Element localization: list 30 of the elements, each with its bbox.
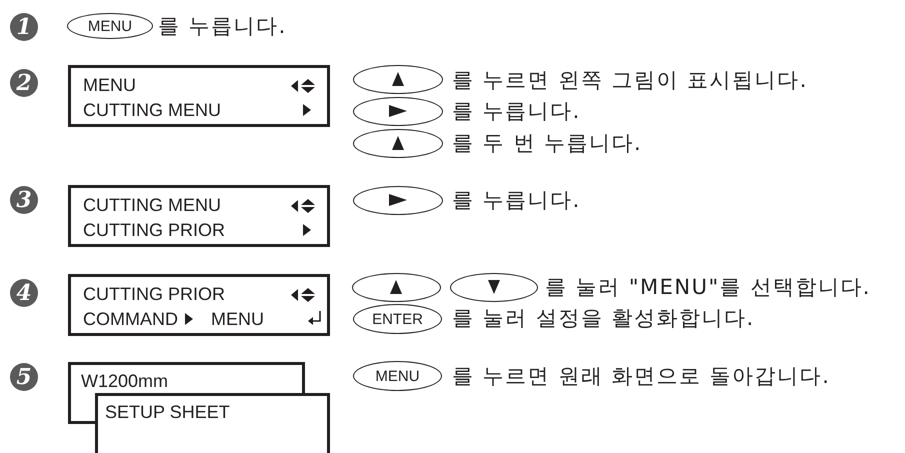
display-text: MENU [83, 75, 136, 95]
step-number-badge: 1 [10, 13, 38, 41]
key-button: MENU [67, 13, 153, 39]
step-number-badge: 5 [10, 363, 38, 391]
lcd-screen [68, 362, 305, 393]
display-text: CUTTING MENU [83, 100, 221, 120]
display-text: COMMAND [83, 309, 178, 329]
instruction-text: 를 두 번 누릅니다. [452, 130, 642, 156]
step-number-badge: 3 [10, 186, 38, 214]
instruction-text: 를 눌러 설정을 활성화합니다. [452, 305, 755, 331]
lcd-screen [68, 274, 330, 336]
instruction-text: 를 눌러 "MENU"를 선택합니다. [545, 274, 871, 300]
display-text: SETUP SHEET [105, 402, 230, 422]
instruction-text: 를 누르면 원래 화면으로 돌아갑니다. [452, 363, 830, 389]
step-number-badge: 2 [10, 69, 38, 97]
lcd-screen [68, 65, 330, 127]
lcd-screen [95, 393, 330, 453]
display-text: W1200mm [81, 371, 168, 391]
display-text: CUTTING PRIOR [83, 284, 225, 304]
key-button: MENU [353, 361, 442, 391]
instruction-text: 를 누릅니다. [452, 187, 581, 213]
instruction-text: 를 누릅니다. [158, 13, 287, 39]
display-text: CUTTING PRIOR [83, 220, 225, 240]
lcd-screen [68, 185, 330, 247]
display-text: CUTTING MENU [83, 195, 221, 215]
instruction-text: 를 누르면 왼쪽 그림이 표시됩니다. [452, 67, 808, 93]
key-button: ENTER [353, 304, 442, 334]
step-number-badge: 4 [10, 279, 38, 307]
display-text: MENU [211, 309, 264, 329]
instruction-text: 를 누릅니다. [452, 98, 581, 124]
